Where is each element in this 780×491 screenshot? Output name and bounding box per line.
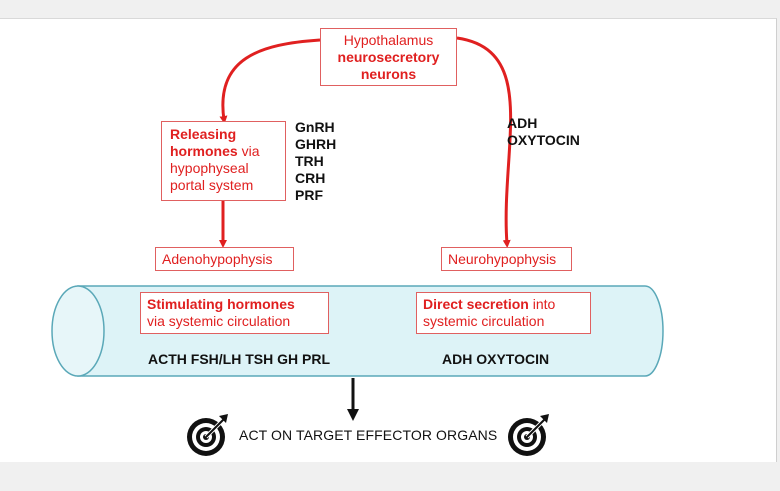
- hormone-trh: TRH: [295, 153, 324, 169]
- releasing-hormones-box: Releasing hormones via hypophyseal porta…: [161, 121, 286, 201]
- hypothalamus-line2: neurosecretory: [337, 49, 440, 65]
- stimulating-subtitle: via systemic circulation: [147, 313, 291, 329]
- anterior-hormone-list: ACTH FSH/LH TSH GH PRL: [148, 351, 330, 367]
- adenohypophysis-label: Adenohypophysis: [162, 251, 273, 267]
- releasing-line1: Releasing: [170, 126, 237, 142]
- posterior-hormone-list-tube: ADH OXYTOCIN: [442, 351, 550, 367]
- hormone-oxytocin: OXYTOCIN: [507, 132, 580, 148]
- stimulating-hormones-box: Stimulating hormones via systemic circul…: [140, 292, 329, 334]
- releasing-line4: portal system: [170, 177, 254, 193]
- hormone-ghrh: GHRH: [295, 136, 337, 152]
- footer-caption: ACT ON TARGET EFFECTOR ORGANS: [239, 427, 498, 443]
- releasing-hormone-list: GnRH GHRH TRH CRH PRF: [295, 119, 336, 204]
- hypothalamus-box: Hypothalamus neurosecretory neurons: [320, 28, 457, 86]
- adenohypophysis-box: Adenohypophysis: [155, 247, 294, 271]
- releasing-line3: hypophyseal: [170, 160, 249, 176]
- target-icon: [187, 414, 228, 456]
- hormone-gnrh: GnRH: [295, 119, 335, 135]
- hormone-prf: PRF: [295, 187, 323, 203]
- hormone-crh: CRH: [295, 170, 326, 186]
- arrow-hypothalamus-to-releasing: [219, 38, 321, 124]
- stimulating-title: Stimulating hormones: [147, 296, 295, 312]
- target-icon: [508, 414, 549, 456]
- releasing-line2: hormones via: [170, 143, 260, 159]
- posterior-hormone-list: ADH OXYTOCIN: [507, 115, 580, 149]
- direct-subtitle: systemic circulation: [423, 313, 545, 329]
- slide-canvas: [0, 18, 777, 462]
- neurohypophysis-label: Neurohypophysis: [448, 251, 557, 267]
- hypothalamus-title: Hypothalamus: [343, 32, 434, 48]
- hypothalamus-line3: neurons: [360, 66, 417, 82]
- neurohypophysis-box: Neurohypophysis: [441, 247, 572, 271]
- arrow-hypothalamus-to-neuro: [456, 36, 513, 248]
- hormone-adh: ADH: [507, 115, 538, 131]
- direct-title: Direct secretion into: [423, 296, 556, 312]
- direct-secretion-box: Direct secretion into systemic circulati…: [416, 292, 591, 334]
